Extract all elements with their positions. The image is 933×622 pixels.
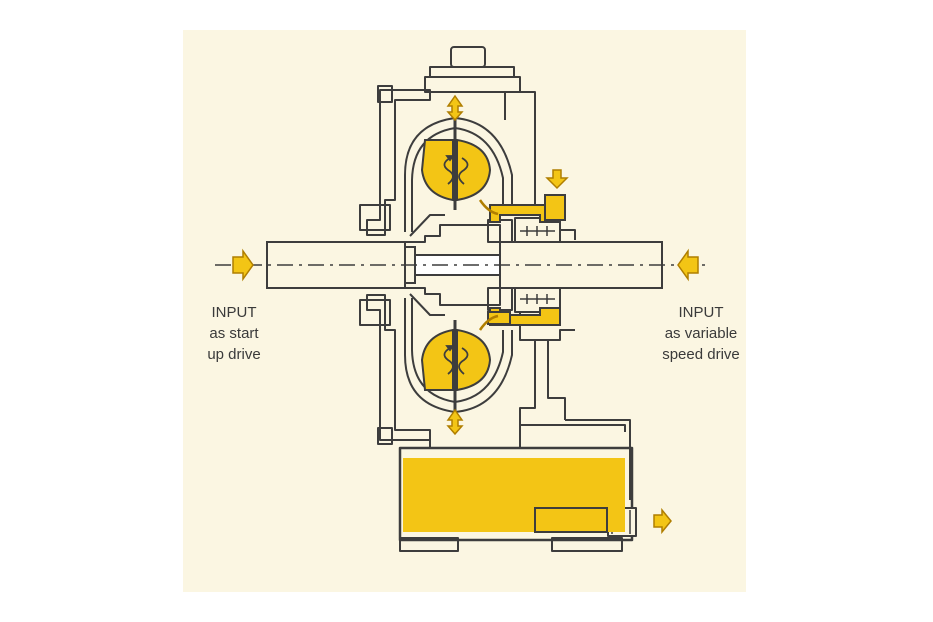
bolt-top-left bbox=[377, 85, 393, 103]
housing-lower-right bbox=[519, 312, 536, 440]
arrow-left-icon bbox=[677, 248, 699, 282]
bearing-upper-left bbox=[359, 204, 391, 231]
arrow-right-icon bbox=[653, 507, 672, 535]
label-left-line2: as start bbox=[209, 325, 259, 342]
bearing-lower-left bbox=[359, 299, 391, 326]
oil-tank bbox=[398, 446, 634, 542]
housing-upper-left bbox=[366, 89, 431, 236]
heater-element bbox=[534, 507, 608, 533]
arrow-up-down-icon bbox=[446, 408, 464, 436]
label-left-line3: up drive bbox=[207, 346, 261, 363]
top-flange bbox=[429, 66, 515, 78]
rotation-icon bbox=[443, 155, 469, 185]
fluid-runner-upper bbox=[420, 139, 454, 202]
label-right-line1: INPUT bbox=[678, 304, 724, 321]
fluid-impeller-upper bbox=[456, 138, 492, 202]
top-housing-cover bbox=[424, 76, 521, 93]
top-breather-cap bbox=[450, 46, 486, 68]
label-right-line3: speed drive bbox=[662, 346, 740, 363]
arrow-down-icon bbox=[545, 169, 569, 190]
label-input-variable-speed: INPUT as variable speed drive bbox=[646, 302, 756, 365]
arrow-up-down-icon bbox=[446, 94, 464, 122]
fluid-impeller-lower bbox=[456, 328, 492, 392]
tank-foot-right bbox=[551, 537, 623, 552]
bolt-bottom-left bbox=[377, 427, 393, 445]
left-shaft bbox=[266, 241, 406, 289]
label-right-line2: as variable bbox=[664, 325, 738, 342]
housing-lower-left bbox=[366, 294, 431, 441]
label-input-start-up: INPUT as start up drive bbox=[186, 302, 282, 365]
scoop-tube-upper bbox=[544, 194, 566, 221]
label-left-line1: INPUT bbox=[211, 304, 257, 321]
tank-foot-left bbox=[399, 537, 459, 552]
fluid-runner-lower bbox=[420, 328, 454, 391]
arrow-right-icon bbox=[232, 248, 254, 282]
rotation-icon bbox=[443, 345, 469, 375]
